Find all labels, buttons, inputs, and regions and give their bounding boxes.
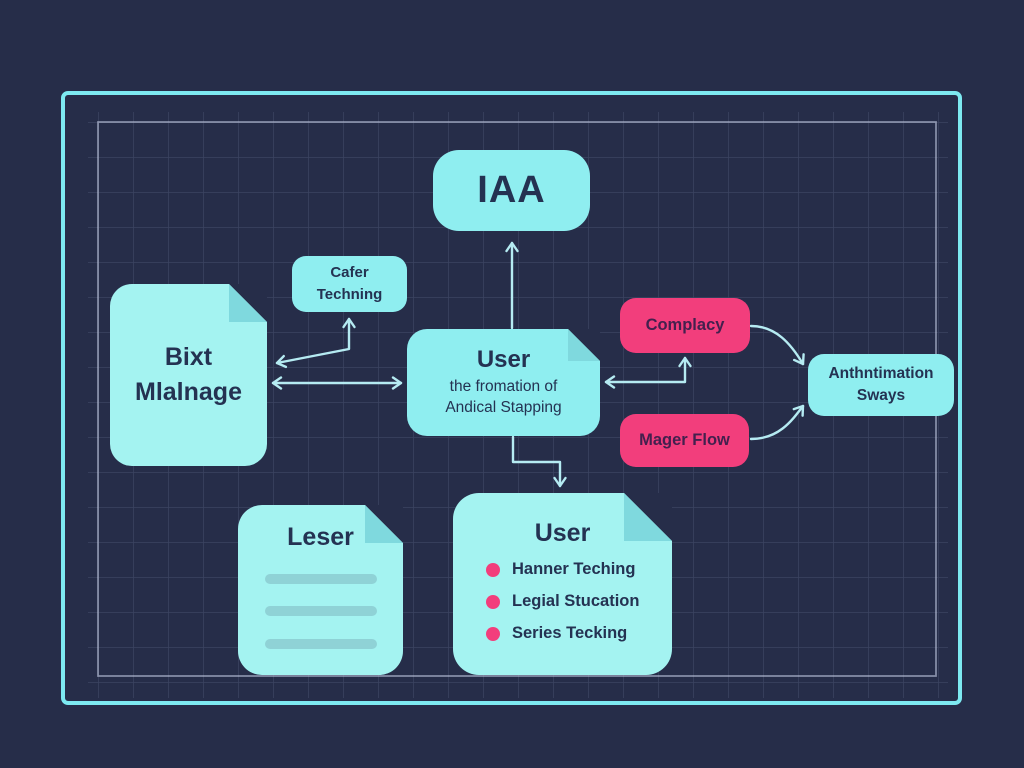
- node-cafer-line2: Techning: [316, 286, 383, 303]
- node-iaa: IAA: [433, 150, 590, 231]
- node-cafer-techning: Cafer Techning: [292, 256, 407, 312]
- node-bixt-line1: Bixt: [164, 343, 213, 371]
- bullet-dot-icon: [486, 626, 500, 641]
- edge-user-to-complacy: [604, 356, 692, 389]
- node-bixt-mlalnage-document: Bixt Mlalnage: [110, 284, 267, 466]
- list-item-label: Legial Stucation: [512, 592, 640, 610]
- node-sways-line1: Anthntimation: [828, 365, 934, 383]
- bullet-dot-icon: [486, 594, 500, 609]
- node-leser-document: Leser: [238, 505, 403, 675]
- text-placeholder-bar: [264, 606, 377, 616]
- list-item: Legial Stucation: [486, 592, 639, 611]
- node-user-center-subtitle-1: the fromation of: [449, 378, 558, 396]
- node-user-center-title: User: [476, 346, 531, 374]
- node-iaa-label: IAA: [477, 169, 546, 211]
- node-mager-flow-label: Mager Flow: [639, 431, 730, 449]
- node-mager-flow: Mager Flow: [620, 414, 749, 467]
- node-user-center: User the fromation of Andical Stapping: [407, 329, 600, 436]
- text-placeholder-bar: [264, 574, 377, 584]
- list-item-label: Hanner Teching: [512, 560, 636, 578]
- list-item: Series Tecking: [486, 624, 639, 643]
- bullet-dot-icon: [486, 562, 500, 577]
- user-doc-bullet-list: Hanner Teching Legial Stucation Series T…: [486, 560, 639, 643]
- list-item-label: Series Tecking: [512, 624, 628, 642]
- edge-mager-to-sways: [749, 404, 805, 441]
- edge-user-to-userdoc: [511, 435, 567, 488]
- node-cafer-line1: Cafer: [330, 264, 369, 282]
- list-item: Hanner Teching: [486, 560, 639, 579]
- edge-complacy-to-sways: [749, 324, 805, 366]
- node-user-doc-title: User: [534, 519, 591, 547]
- edge-bixt-to-cafer: [275, 317, 356, 369]
- outer-cyan-frame: [61, 91, 962, 705]
- node-sways-line2: Sways: [856, 387, 906, 404]
- node-anthntimation-sways: Anthntimation Sways: [808, 354, 954, 416]
- node-leser-title: Leser: [287, 523, 354, 551]
- node-complacy-label: Complacy: [645, 316, 725, 334]
- text-placeholder-bar: [264, 639, 377, 649]
- node-user-center-subtitle-2: Andical Stapping: [445, 399, 562, 416]
- node-bixt-line2: Mlalnage: [135, 378, 242, 406]
- node-user-document: User Hanner Teching Legial Stucation Ser…: [453, 493, 672, 675]
- node-complacy: Complacy: [620, 298, 750, 353]
